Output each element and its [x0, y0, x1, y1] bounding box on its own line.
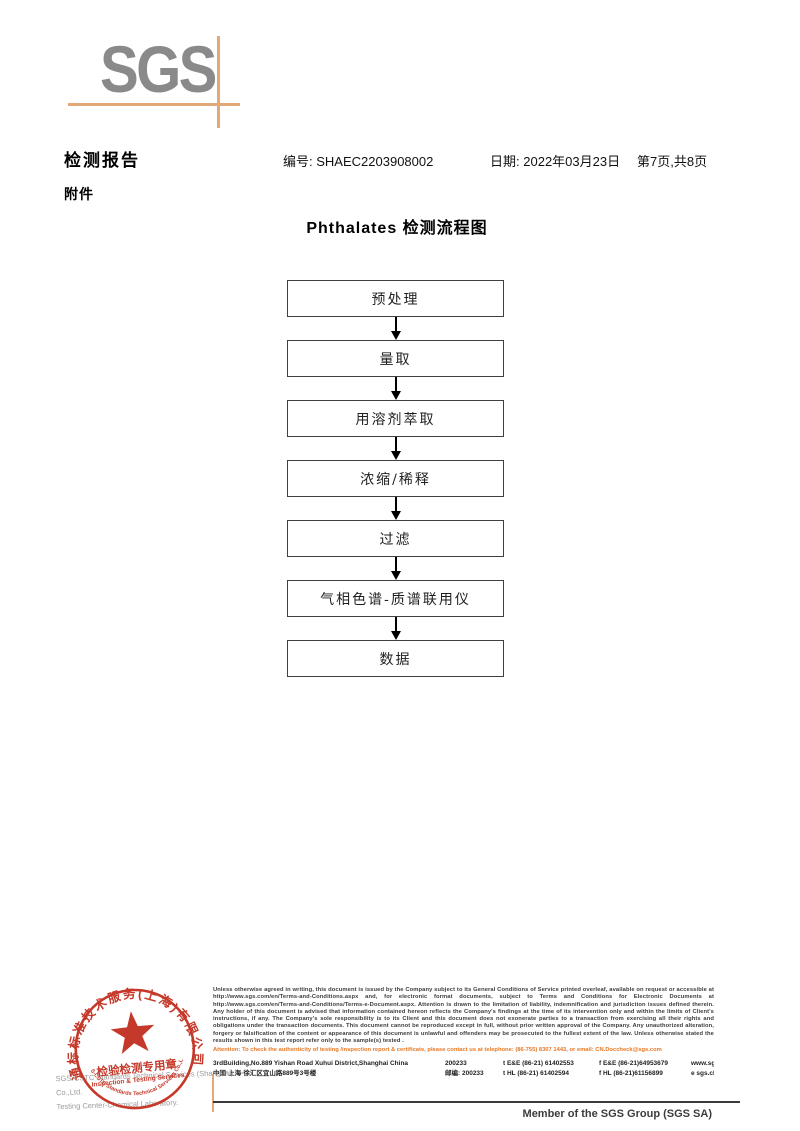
- zip-code: 200233: [445, 1059, 467, 1067]
- down-arrow-icon: [287, 317, 504, 340]
- report-number-value: SHAEC2203908002: [316, 154, 434, 169]
- legal-disclaimer: Unless otherwise agreed in writing, this…: [213, 987, 714, 1045]
- address-chinese: 中国·上海·徐汇区宜山路889号3号楼: [213, 1070, 317, 1078]
- flow-step-pretreatment: 预处理: [287, 280, 504, 317]
- footer-text-block: Unless otherwise agreed in writing, this…: [213, 987, 714, 1080]
- stamp-ring: [74, 988, 196, 1110]
- footer-rule: [213, 1101, 740, 1103]
- report-date: 日期: 2022年03月23日: [490, 151, 620, 170]
- flow-step-gcms: 气相色谱-质谱联用仪: [287, 580, 504, 617]
- down-arrow-icon: [287, 377, 504, 400]
- report-date-value: 2022年03月23日: [523, 154, 621, 169]
- down-arrow-icon: [287, 617, 504, 640]
- report-title: 检测报告: [64, 151, 140, 170]
- flow-step-measure: 量取: [287, 340, 504, 377]
- logo-vertical-line: [217, 36, 220, 128]
- attachment-label: 附件: [64, 186, 94, 202]
- footer-accent-line: [212, 1074, 214, 1112]
- report-number: 编号: SHAEC2203908002: [283, 151, 433, 170]
- flow-step-solvent-extraction: 用溶剂萃取: [287, 400, 504, 437]
- address-table: 3rdBuilding,No.889 Yishan Road Xuhui Dis…: [213, 1059, 714, 1080]
- inspection-stamp: 通标标准技术服务(上海)有限公司 SGS-CSTC Standards Tech…: [50, 967, 218, 1131]
- fax-hl: f HL (86-21)61156899: [599, 1070, 663, 1078]
- flow-step-data: 数据: [287, 640, 504, 677]
- flow-step-filter: 过滤: [287, 520, 504, 557]
- sgs-member-note: Member of the SGS Group (SGS SA): [522, 1108, 712, 1120]
- star-icon: [110, 1011, 155, 1055]
- page-indicator: 第7页,共8页: [637, 154, 708, 169]
- attention-notice: Attention: To check the authenticity of …: [213, 1047, 662, 1054]
- address-english: 3rdBuilding,No.889 Yishan Road Xuhui Dis…: [213, 1059, 409, 1067]
- stamp-seal-icon: 通标标准技术服务(上海)有限公司 SGS-CSTC Standards Tech…: [50, 967, 206, 1110]
- down-arrow-icon: [287, 557, 504, 580]
- email: e sgs.china@sgs.com: [691, 1070, 714, 1078]
- fax-ee: f E&E (86-21)64953679: [599, 1059, 669, 1067]
- flowchart-title: Phthalates 检测流程图: [306, 220, 488, 237]
- down-arrow-icon: [287, 497, 504, 520]
- website: www.sgsgroup.com.cn: [691, 1059, 714, 1067]
- sgs-logo: SGS: [100, 32, 217, 106]
- tel-hl: t HL (86-21) 61402594: [503, 1070, 570, 1078]
- logo-horizontal-line: [68, 103, 240, 106]
- report-date-label: 日期:: [490, 154, 520, 169]
- down-arrow-icon: [287, 437, 504, 460]
- tel-ee: t E&E (86-21) 61402553: [503, 1059, 574, 1067]
- flowchart: 预处理 量取 用溶剂萃取 浓缩/稀释 过滤 气相色谱-质谱联用仪 数据: [287, 280, 504, 677]
- report-number-label: 编号:: [283, 154, 313, 169]
- zip-code-chinese: 邮编: 200233: [445, 1070, 484, 1078]
- flow-step-concentrate-dilute: 浓缩/稀释: [287, 460, 504, 497]
